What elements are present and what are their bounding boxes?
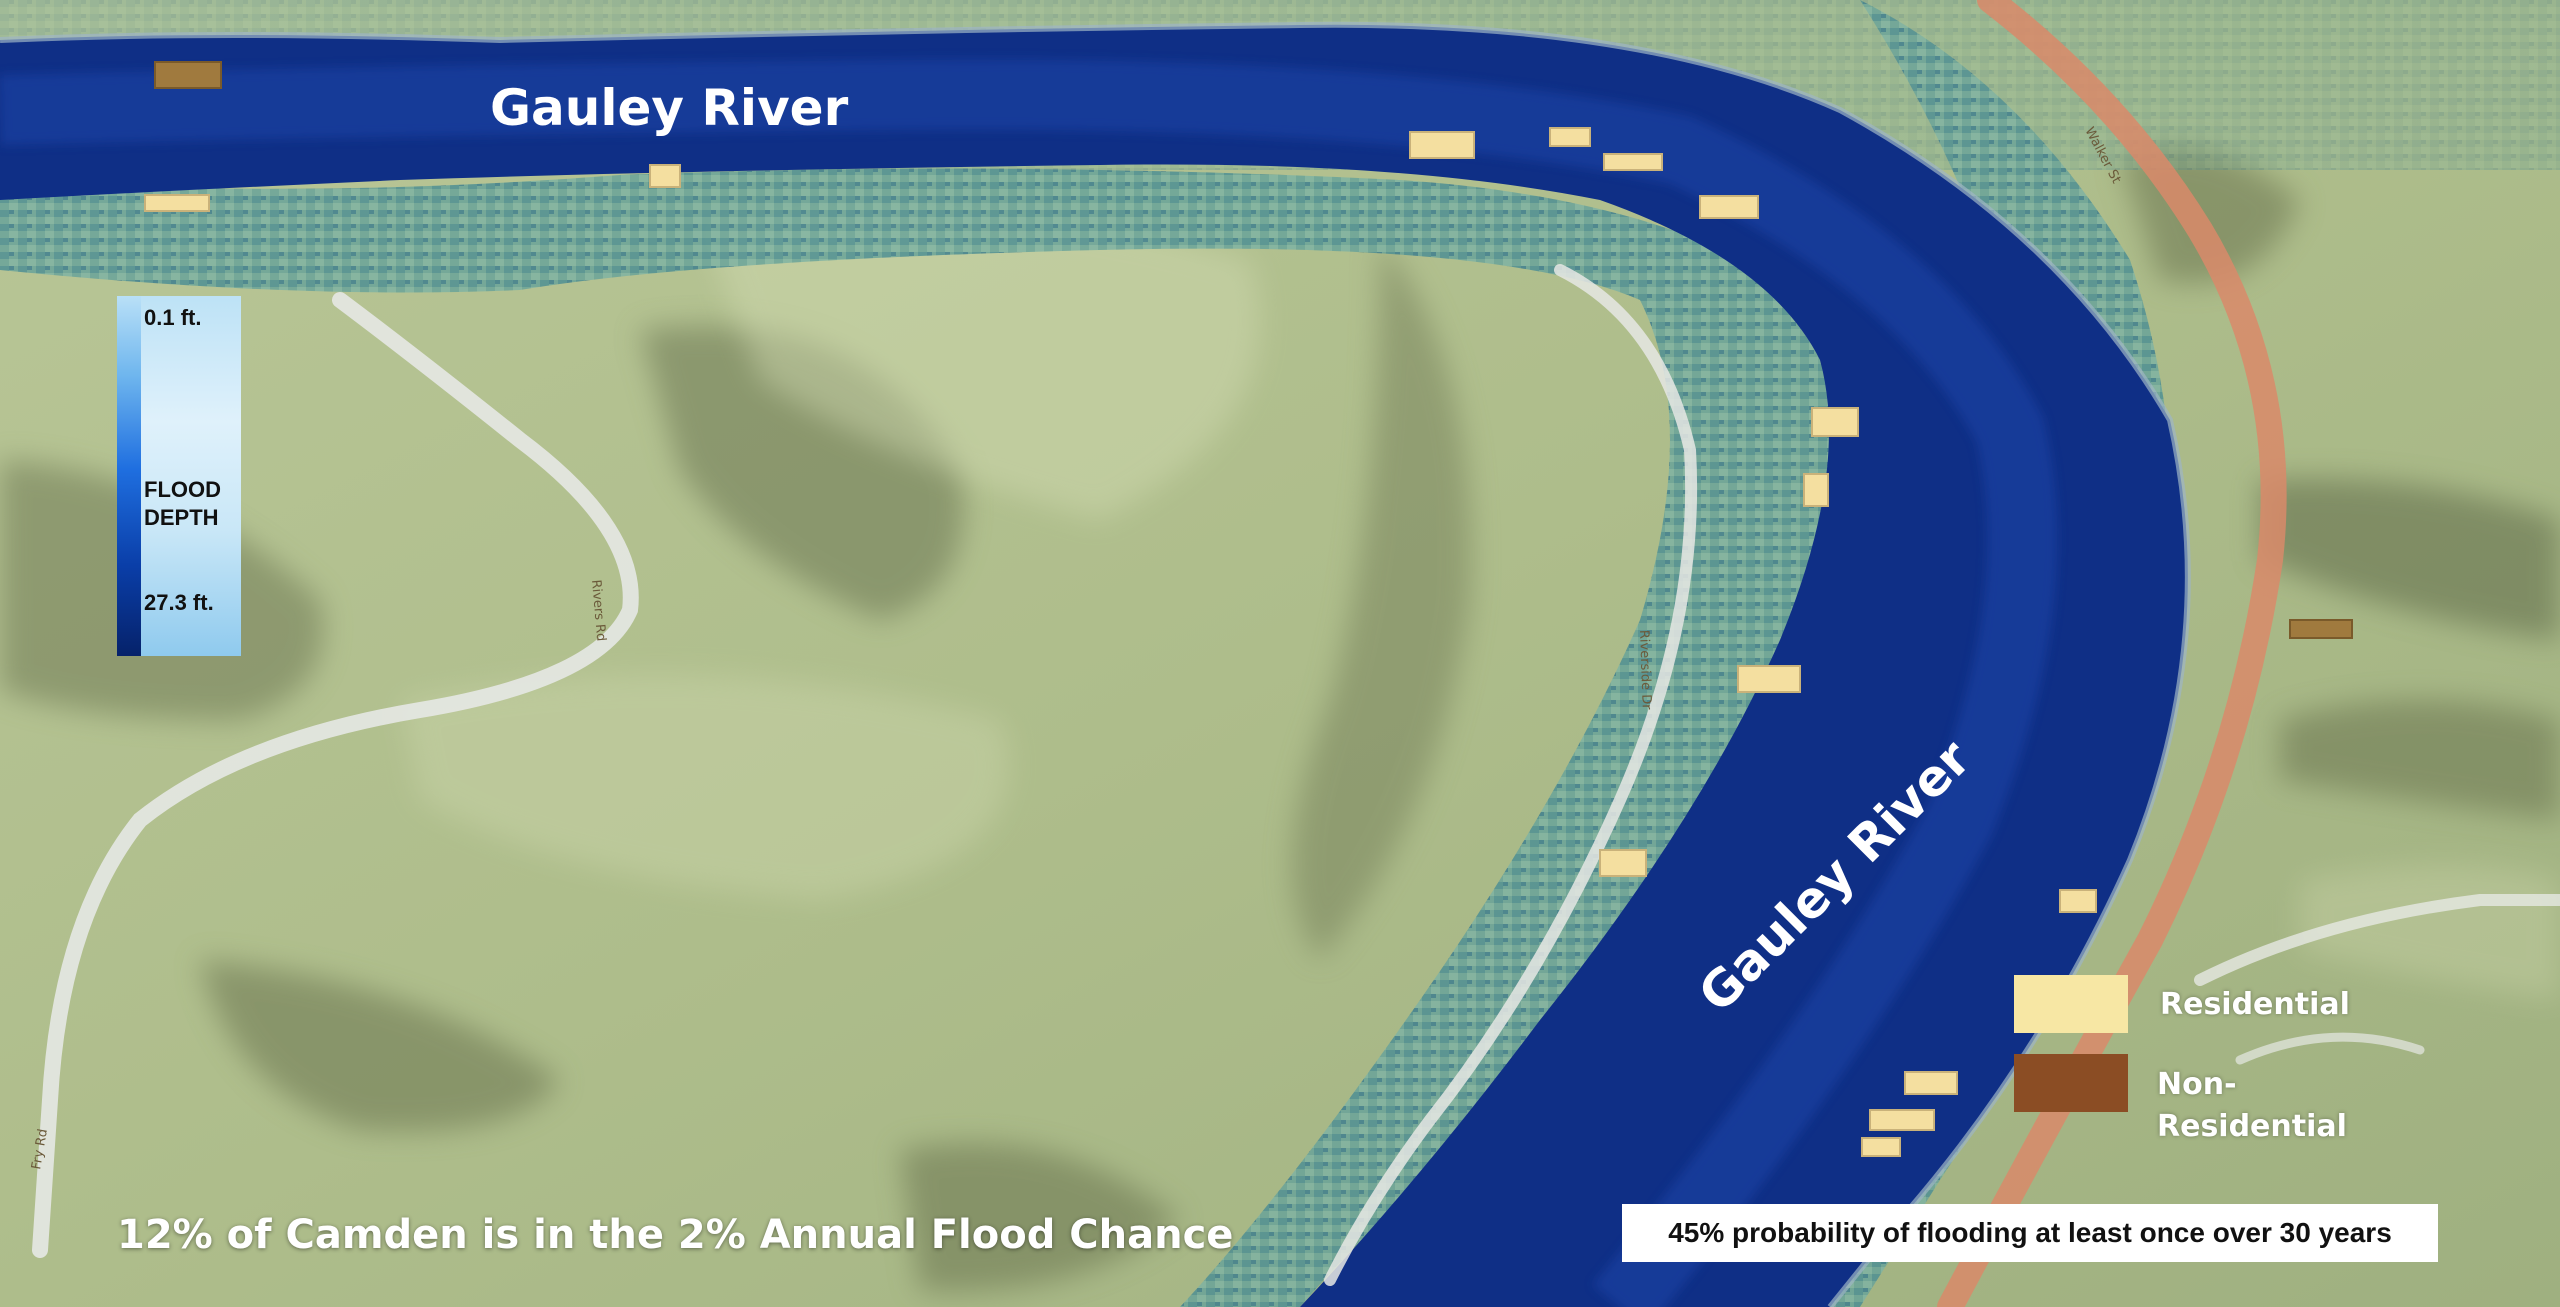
gauley-river [0,24,2188,1307]
residential-buildings [144,127,2097,1157]
flood-depth-legend: 0.1 ft. FLOOD DEPTH 27.3 ft. [117,296,241,656]
depth-min-label: 0.1 ft. [144,305,202,330]
road-label-fry-rd: Fry Rd [29,1128,51,1171]
non-residential-buildings [154,61,2353,639]
residential-label: Residential [2160,987,2350,1022]
residential-swatch [2014,975,2128,1033]
road-label-riverside-dr: Riverside Dr [1636,630,1654,711]
depth-legend-title: FLOOD DEPTH [144,477,221,530]
river-sheen [0,59,2058,1307]
depth-color-ramp [117,296,141,656]
river-bank [0,21,2191,1307]
flood-chance-headline: 12% of Camden is in the 2% Annual Flood … [117,1212,1234,1258]
probability-callout: 45% probability of flooding at least onc… [1622,1204,2438,1262]
road-label-rivers-rd: Rivers Rd [588,579,608,642]
depth-max-label: 27.3 ft. [144,590,214,615]
probability-text: 45% probability of flooding at least onc… [1668,1217,2392,1248]
non-residential-swatch [2014,1054,2128,1112]
river-label-top: Gauley River [490,79,849,137]
non-residential-label: Non- Residential [2157,1067,2347,1144]
